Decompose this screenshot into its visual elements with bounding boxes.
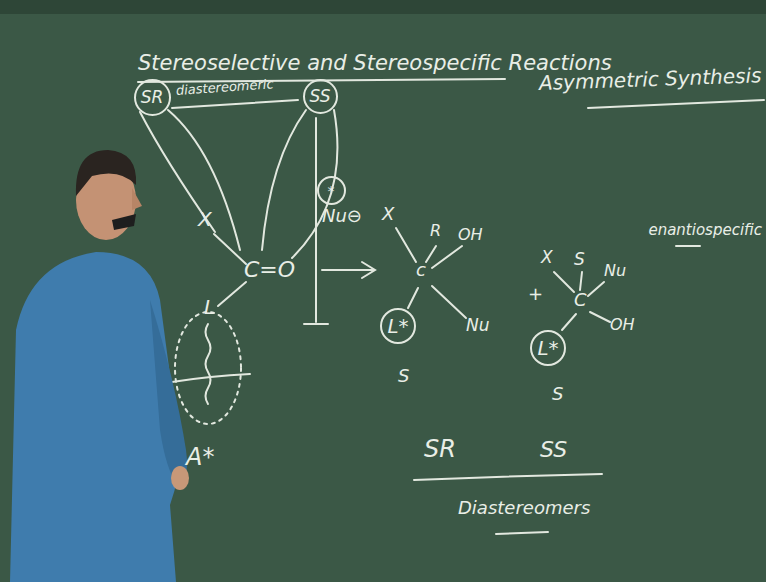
- circled-text: SR: [141, 88, 164, 107]
- node-text-wrap: L*: [387, 315, 408, 337]
- circled-mark: *: [317, 176, 346, 205]
- circled-text: L*: [387, 315, 408, 337]
- chalk-label: +: [528, 284, 543, 304]
- chalk-label: X: [541, 248, 553, 267]
- circled-mark: L*: [380, 308, 416, 344]
- chalk-label: S: [552, 384, 563, 404]
- chalk-label: S: [398, 366, 409, 386]
- chalk-label: C: [574, 290, 587, 310]
- chalk-label: X: [382, 204, 394, 224]
- chalk-label: OH: [458, 226, 483, 244]
- circled-mark: L*: [530, 330, 566, 366]
- chalk-label: SS: [540, 438, 567, 462]
- chalk-label: Nu⊖: [322, 206, 362, 226]
- chalk-label: Nu: [604, 262, 626, 280]
- chalk-label: C=O: [244, 258, 295, 282]
- node-text-wrap: SR: [141, 88, 164, 107]
- circled-text: *: [328, 184, 335, 199]
- chalk-strokes: [138, 79, 764, 534]
- chalk-label: c: [416, 260, 426, 280]
- circled-mark: SS: [303, 79, 338, 114]
- chalk-label: Diastereomers: [458, 498, 590, 518]
- circled-mark: SR: [134, 79, 171, 116]
- chalk-label: X: [198, 208, 212, 230]
- board-frame: [0, 0, 766, 14]
- chalk-label: L: [204, 296, 215, 318]
- circled-text: SS: [310, 87, 331, 106]
- chalk-label: A*: [186, 444, 214, 470]
- node-text-wrap: L*: [537, 337, 558, 359]
- chalk-label: S: [574, 250, 585, 269]
- chalk-label: R: [430, 222, 441, 240]
- node-text-wrap: SS: [310, 87, 331, 106]
- circled-text: L*: [537, 337, 558, 359]
- node-text-wrap: *: [328, 181, 335, 200]
- chalk-label: Nu: [466, 316, 490, 335]
- chalk-label: OH: [610, 316, 635, 334]
- chalk-label: enantiospecific: [648, 222, 762, 239]
- chalk-label: SR: [424, 436, 456, 462]
- lecturer-figure: [10, 150, 189, 582]
